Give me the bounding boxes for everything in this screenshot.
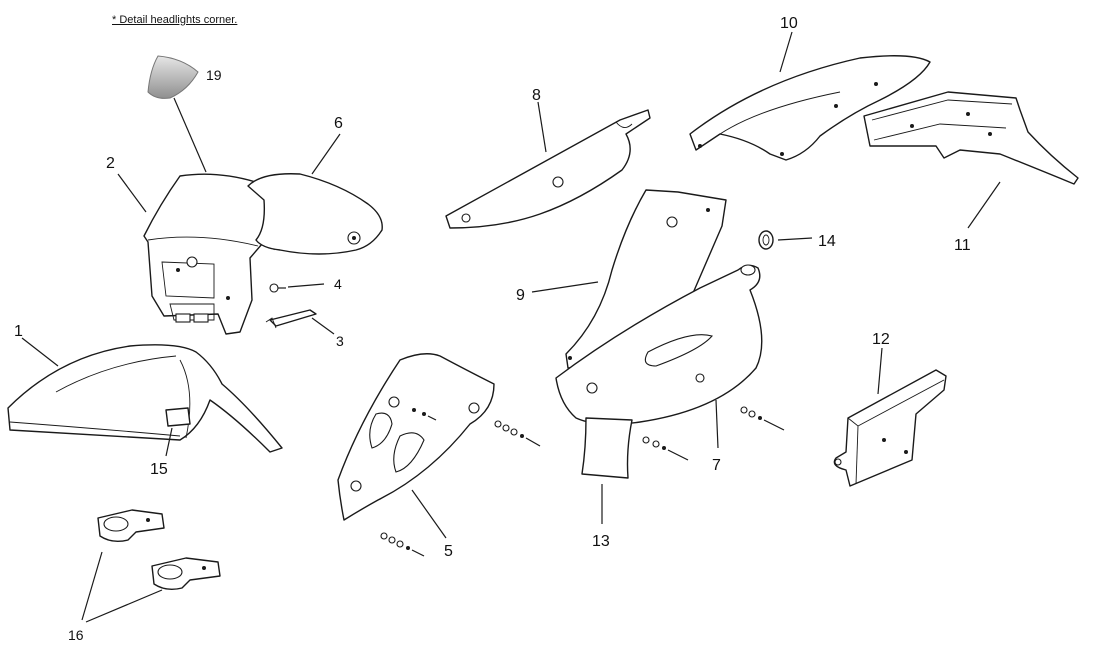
callout-13: 13 <box>592 533 610 550</box>
part-7-airbox-cover <box>555 264 763 425</box>
part-14-grommet <box>758 230 774 250</box>
callout-4: 4 <box>334 276 342 292</box>
part-1-front-fender <box>7 344 283 453</box>
leader-7 <box>715 399 719 449</box>
leader-2 <box>117 173 147 213</box>
part-5-heat-shield <box>337 353 495 521</box>
part-12-chain-guard <box>833 369 947 487</box>
leader-3 <box>311 317 335 335</box>
callout-2: 2 <box>106 155 115 172</box>
leader-1 <box>21 337 59 367</box>
part-4-screw <box>269 283 286 293</box>
leader-11 <box>967 181 1001 229</box>
callout-15: 15 <box>150 461 168 478</box>
callout-12: 12 <box>872 331 890 348</box>
callout-16: 16 <box>68 627 84 643</box>
part-7-screws <box>642 406 785 461</box>
leader-9 <box>531 281 599 293</box>
callout-10: 10 <box>780 15 798 32</box>
part-10-rear-fender <box>689 55 931 161</box>
leader-8 <box>537 101 547 153</box>
callout-11: 11 <box>954 237 971 254</box>
leader-12 <box>877 347 883 395</box>
part-13-mud-flap <box>581 417 633 479</box>
callout-19: 19 <box>206 67 222 83</box>
part-16-bracket-upper <box>97 509 165 543</box>
leader-15 <box>165 427 173 457</box>
part-16-bracket-lower <box>151 557 221 591</box>
callout-5: 5 <box>444 543 453 560</box>
callout-8: 8 <box>532 87 541 104</box>
leader-16a <box>81 551 103 621</box>
leader-5 <box>411 489 447 539</box>
callout-6: 6 <box>334 115 343 132</box>
callout-3: 3 <box>336 333 344 349</box>
part-2-headlight-mask <box>143 173 275 335</box>
leader-10 <box>779 31 793 73</box>
part-5-screws <box>380 408 541 557</box>
leader-16b <box>85 589 163 623</box>
part-11-rear-support <box>863 91 1079 185</box>
part-3-strap <box>265 309 317 329</box>
part-19-headlight-lens <box>147 55 199 99</box>
callout-9: 9 <box>516 287 525 304</box>
callout-1: 1 <box>14 323 23 340</box>
callout-7: 7 <box>712 457 721 474</box>
leader-14 <box>777 237 813 241</box>
detail-note: * Detail headlights corner. <box>112 14 238 26</box>
leader-4 <box>287 283 325 288</box>
callout-14: 14 <box>818 233 836 250</box>
part-8-upper-panel <box>445 109 651 229</box>
leader-19 <box>173 97 207 173</box>
part-15-reflector <box>165 407 191 427</box>
leader-6 <box>311 133 341 175</box>
part-6-side-panel <box>247 173 383 255</box>
